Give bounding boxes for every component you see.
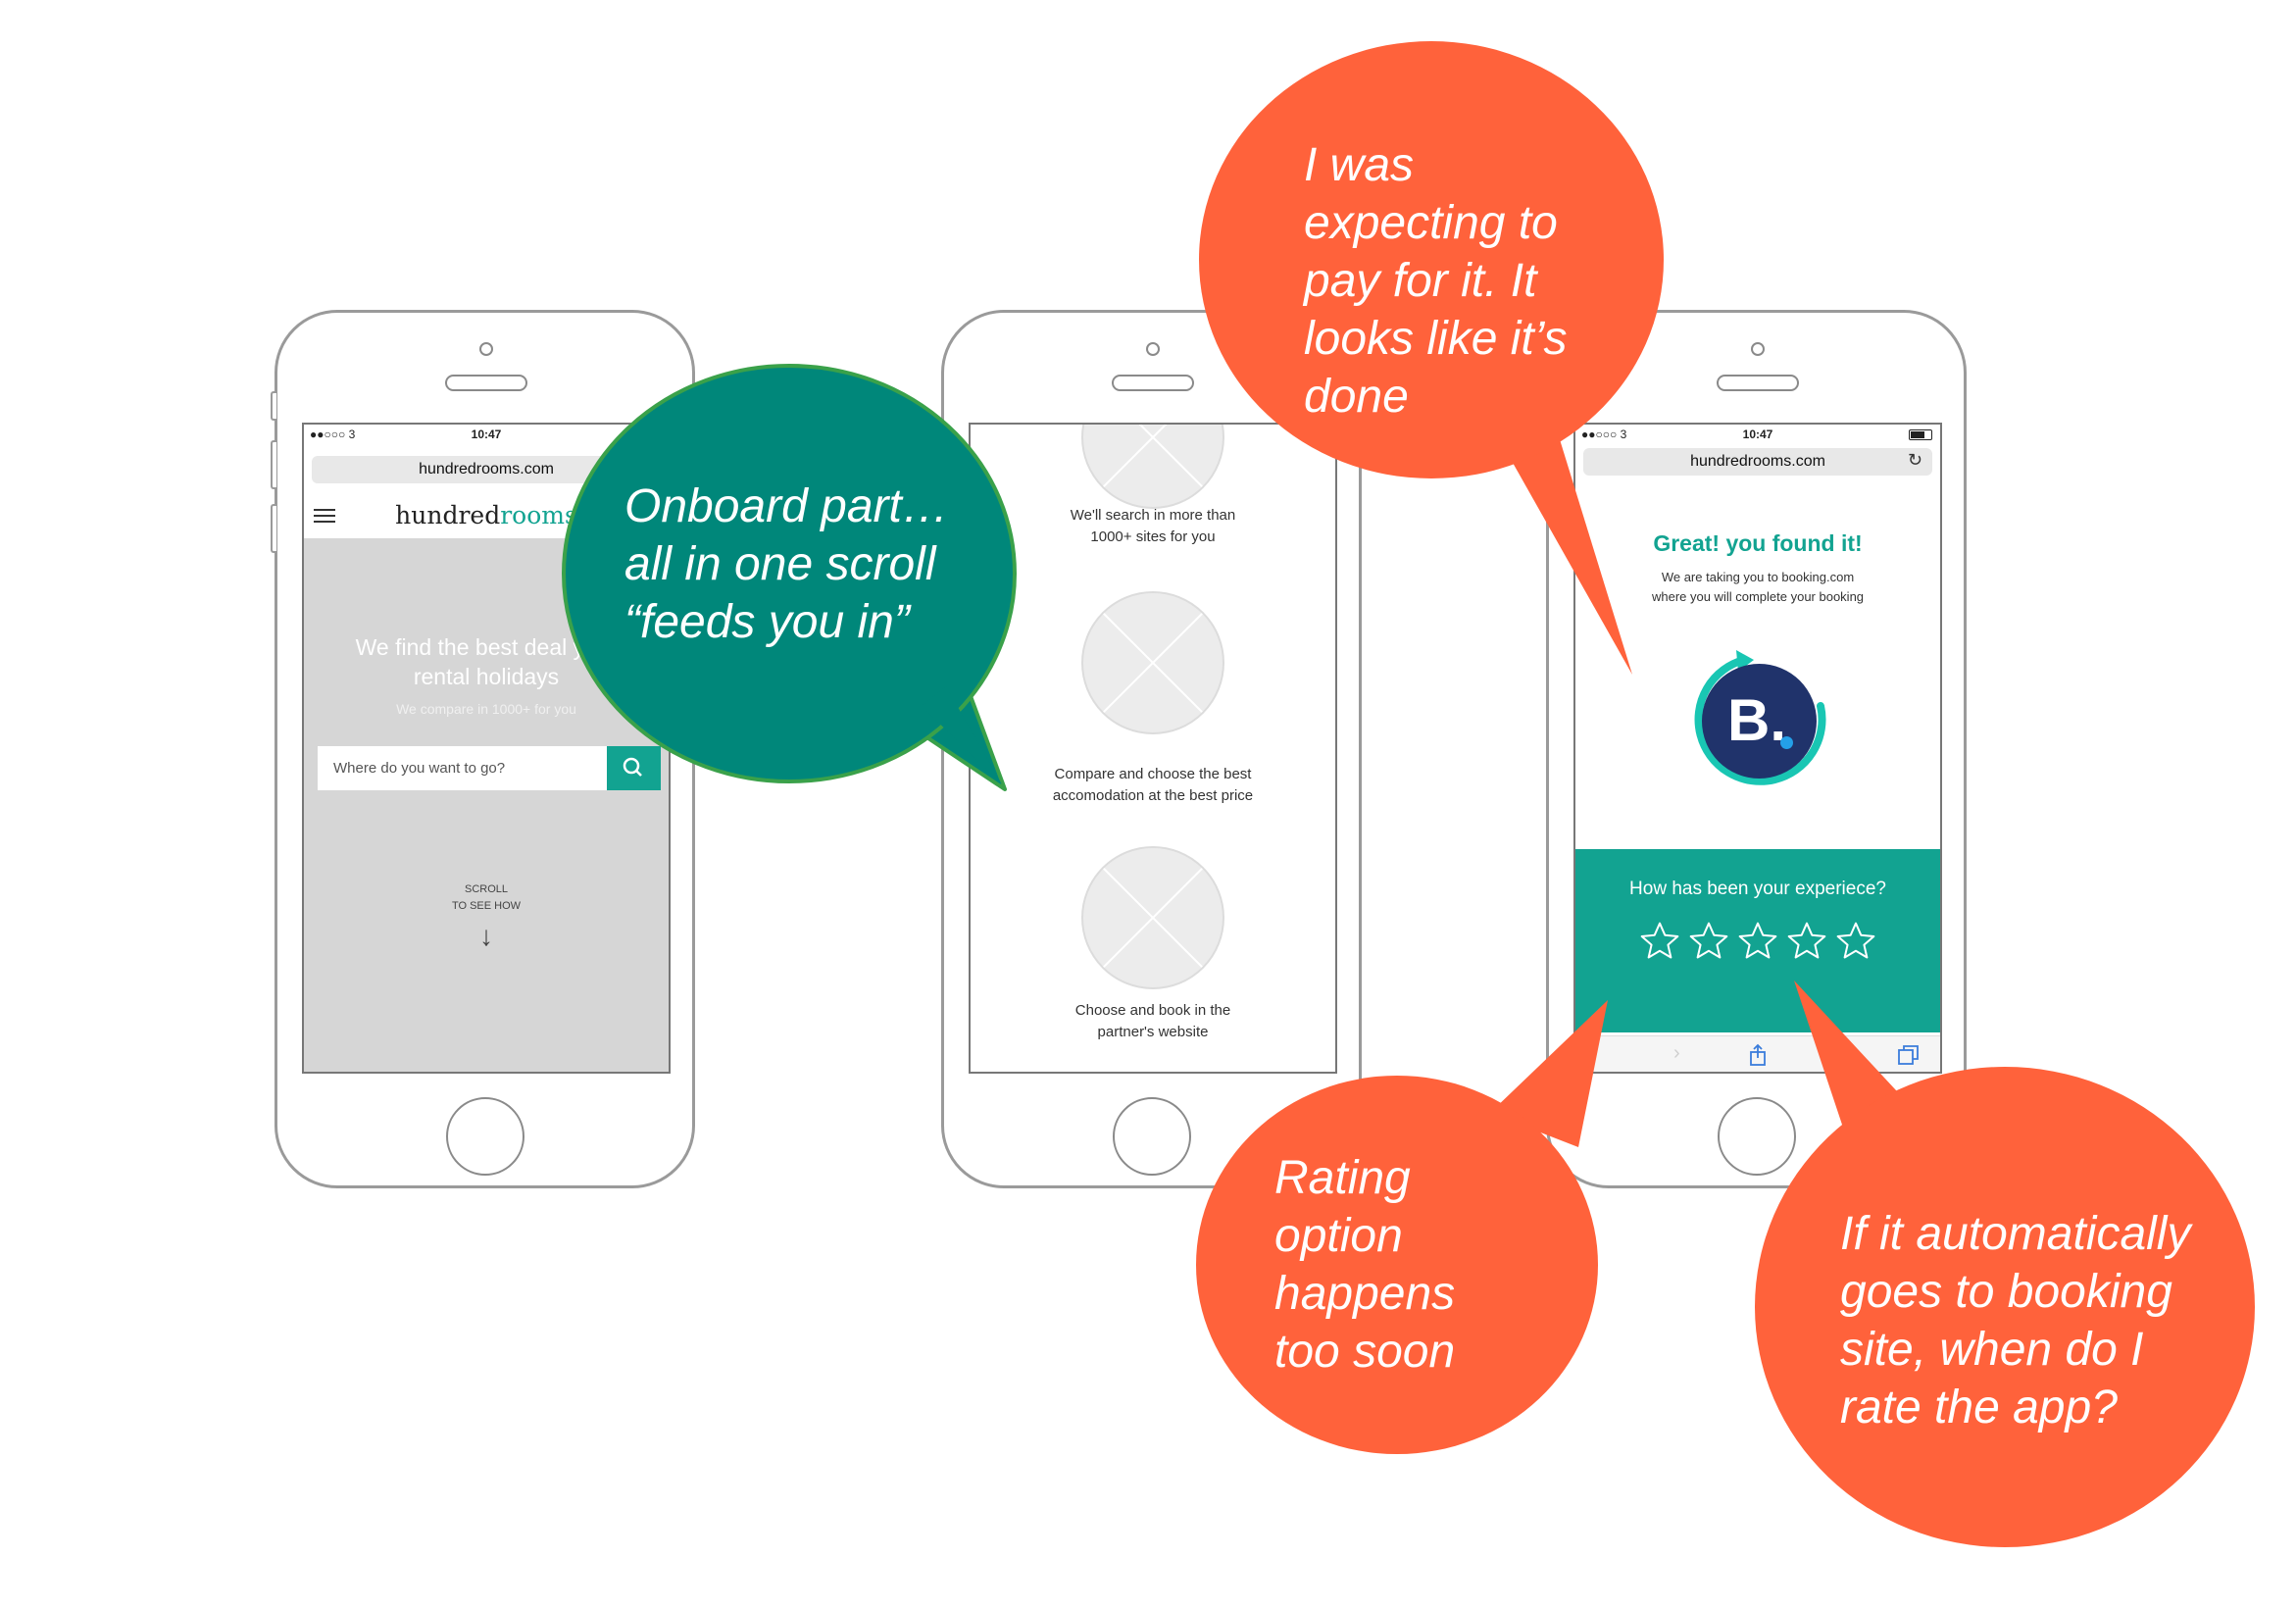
volume-up-button [271, 440, 276, 489]
pay-bubble [1199, 41, 1664, 675]
carrier-signal: ●●○○○ 3 [310, 427, 356, 441]
star-icon[interactable] [1687, 920, 1730, 963]
star-icon[interactable] [1736, 920, 1779, 963]
safari-toolbar: ‹ › [1575, 1035, 1940, 1072]
step-text: Compare and choose the best accomodation… [1052, 766, 1254, 804]
hamburger-menu-icon[interactable] [314, 509, 335, 525]
step-illustration-placeholder [1081, 591, 1224, 734]
share-icon[interactable] [1747, 1043, 1769, 1072]
earpiece-speaker [1112, 375, 1194, 391]
battery-icon [1909, 429, 1932, 440]
front-camera [479, 342, 493, 356]
rating-too-soon-bubble [1196, 1000, 1608, 1454]
front-camera [1751, 342, 1765, 356]
volume-down-button [271, 504, 276, 553]
status-bar: ●●○○○ 3 10:47 [1575, 425, 1940, 444]
success-subtitle: We are taking you to booking.com where y… [1651, 570, 1865, 604]
address-bar[interactable]: hundredrooms.com [1583, 448, 1932, 476]
hero-title: We find the best deal your rental holida… [355, 634, 618, 689]
phone-frame-redirect: ●●○○○ 3 10:47 hundredrooms.com ↻ Great! … [1546, 310, 1967, 1188]
scroll-hint: SCROLL TO SEE HOW [451, 883, 522, 912]
home-button [1718, 1097, 1796, 1176]
onboard-bubble-text: Onboard part… all in one scroll “feeds y… [624, 480, 949, 648]
carrier-signal: ●●○○○ 3 [1581, 427, 1627, 441]
search-button[interactable] [607, 746, 661, 790]
forward-icon: › [1673, 1042, 1680, 1064]
redirect-bubble [1755, 980, 2255, 1547]
hero-subtitle: We compare in 1000+ for you [396, 701, 576, 717]
clock: 10:47 [471, 427, 502, 441]
home-button [1113, 1097, 1191, 1176]
reload-icon[interactable]: ↻ [1907, 450, 1922, 470]
rating-panel: How has been your experiece? [1575, 849, 1940, 1032]
phone-screen-redirect: ●●○○○ 3 10:47 hundredrooms.com ↻ Great! … [1573, 423, 1942, 1074]
step-text: Choose and book in the partner's website [1074, 1002, 1231, 1040]
arrow-down-icon[interactable]: ↓ [479, 921, 493, 951]
hundredrooms-logo[interactable]: hundredrooms [395, 501, 577, 529]
booking-dot [1780, 736, 1793, 749]
rating-question: How has been your experiece? [1629, 879, 1886, 899]
earpiece-speaker [1717, 375, 1799, 391]
destination-search-input[interactable]: Where do you want to go? [318, 746, 607, 790]
redirect-bubble-text: If it automatically goes to booking site… [1840, 1208, 2191, 1433]
clock: 10:47 [1742, 427, 1773, 441]
onboard-bubble [562, 364, 1017, 791]
booking-logo: B. [1702, 664, 1817, 779]
star-icon[interactable] [1638, 920, 1681, 963]
home-button [446, 1097, 524, 1176]
phone-screen-landing: ●●○○○ 3 10:47 hundredrooms.com hundredro… [302, 423, 671, 1074]
rating-too-soon-bubble-text: Rating option happens too soon [1274, 1152, 1456, 1378]
star-icon[interactable] [1834, 920, 1877, 963]
booking-logo-spinner: B. [1683, 645, 1835, 797]
mute-switch [271, 391, 276, 421]
search-icon [623, 757, 642, 777]
step-text: We'll search in more than 1000+ sites fo… [1070, 507, 1236, 545]
star-rating [1575, 920, 1940, 968]
tabs-icon[interactable] [1897, 1044, 1921, 1071]
pay-bubble-text: I was expecting to pay for it. It looks … [1304, 139, 1568, 423]
star-icon[interactable] [1785, 920, 1828, 963]
success-title: Great! you found it! [1653, 530, 1863, 556]
booking-letter: B. [1727, 687, 1786, 753]
front-camera [1146, 342, 1160, 356]
earpiece-speaker [445, 375, 527, 391]
step-illustration-placeholder [1081, 846, 1224, 989]
